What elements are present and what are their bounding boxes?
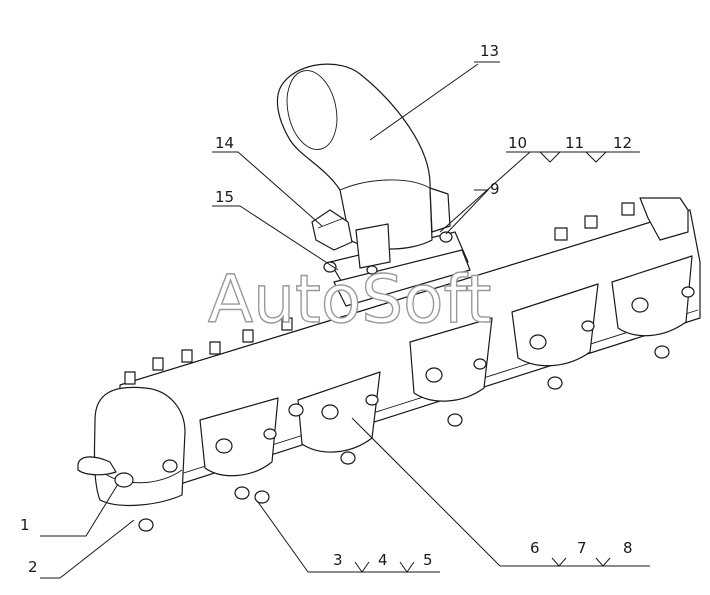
callout-10: 10	[508, 134, 527, 152]
watermark-text: AutoSoft	[208, 261, 491, 338]
callout-11: 11	[565, 134, 584, 152]
left-bracket	[77, 456, 117, 476]
sensor-plug	[311, 209, 353, 251]
callout-7: 7	[577, 539, 587, 557]
callout-5: 5	[423, 551, 433, 569]
outlet-flange	[323, 231, 471, 307]
callout-14: 14	[215, 134, 234, 152]
callout-4: 4	[378, 551, 388, 569]
bolts	[114, 286, 695, 532]
leader-lines	[40, 61, 650, 579]
callout-labels: 1 2 3 4 5 6 7 8 9 10 11 12 13 14 15	[20, 42, 633, 576]
callout-15: 15	[215, 188, 234, 206]
callout-12: 12	[613, 134, 632, 152]
callout-3: 3	[333, 551, 343, 569]
callout-8: 8	[623, 539, 633, 557]
callout-6: 6	[530, 539, 540, 557]
flange-tabs	[124, 197, 689, 385]
callout-9: 9	[490, 180, 500, 198]
end-cap	[93, 386, 186, 507]
elbow-pipe	[276, 63, 451, 269]
callout-2: 2	[28, 558, 38, 576]
callout-1: 1	[20, 516, 30, 534]
callout-13: 13	[480, 42, 499, 60]
